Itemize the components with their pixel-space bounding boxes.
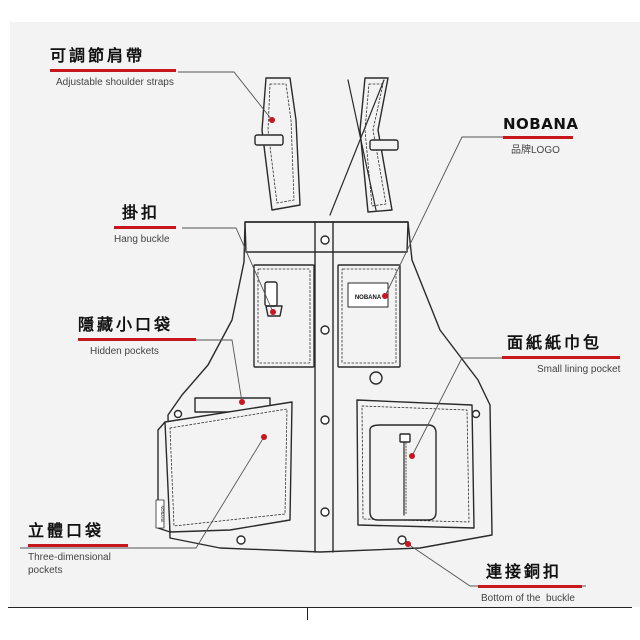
label-shoulder-straps: 可調節肩帶 Adjustable shoulder straps [50, 46, 176, 89]
label-en: Three-dimensional pockets [28, 552, 111, 576]
accent-bar [502, 356, 620, 359]
label-en: 品牌LOGO [511, 145, 560, 156]
accent-bar [478, 585, 582, 588]
label-zh: 掛扣 [122, 203, 161, 222]
upper-left-pocket [253, 264, 315, 368]
bottom-divider [8, 607, 632, 608]
label-en: Bottom of the buckle [481, 593, 575, 604]
label-zh: 隱藏小口袋 [78, 315, 174, 334]
label-brand-logo: NOBANA 品牌LOGO [503, 114, 579, 157]
leader-hidden [192, 339, 243, 403]
right-strap [329, 77, 399, 216]
marker-dot [270, 309, 276, 315]
label-en: Hang buckle [114, 234, 170, 245]
bottom-divider-tick [307, 608, 308, 620]
leader-buckle [182, 227, 274, 313]
accent-bar [114, 226, 176, 229]
label-en: Hidden pockets [90, 346, 159, 357]
label-hang-buckle: 掛扣 Hang buckle [114, 203, 176, 246]
accent-bar [50, 69, 176, 72]
label-zh: 連接銅扣 [486, 562, 563, 581]
label-zh: 面紙紙巾包 [507, 333, 603, 352]
marker-dot [382, 293, 388, 299]
marker-dot [261, 434, 267, 440]
marker-dot [239, 399, 245, 405]
left-3d-pocket [155, 401, 293, 533]
label-en: Small lining pocket [537, 364, 621, 375]
logo-patch-text: NOBANA [355, 295, 382, 301]
label-zh: 可調節肩帶 [50, 46, 146, 65]
upper-right-pocket [337, 264, 401, 385]
side-tag-text: NOBANA [160, 506, 165, 523]
accent-bar [78, 338, 196, 341]
right-3d-pocket [356, 399, 475, 529]
placket-snaps [173, 235, 481, 545]
marker-dot [269, 117, 275, 123]
label-small-lining-pocket: 面紙紙巾包 Small lining pocket [502, 333, 621, 376]
accent-bar [28, 544, 128, 547]
marker-dot [405, 541, 411, 547]
label-bottom-buckle: 連接銅扣 Bottom of the buckle [478, 562, 582, 605]
leader-shoulder [178, 71, 273, 121]
label-en: Adjustable shoulder straps [56, 77, 174, 88]
leader-logo [384, 136, 508, 297]
leader-3d [20, 436, 265, 549]
label-zh: 立體口袋 [28, 521, 105, 540]
marker-dot [409, 453, 415, 459]
accent-bar [503, 136, 573, 139]
left-strap [254, 77, 301, 211]
label-three-dimensional-pockets: 立體口袋 Three-dimensional pockets [28, 521, 138, 577]
label-hidden-pockets: 隱藏小口袋 Hidden pockets [78, 315, 196, 358]
label-zh: NOBANA [503, 115, 579, 133]
